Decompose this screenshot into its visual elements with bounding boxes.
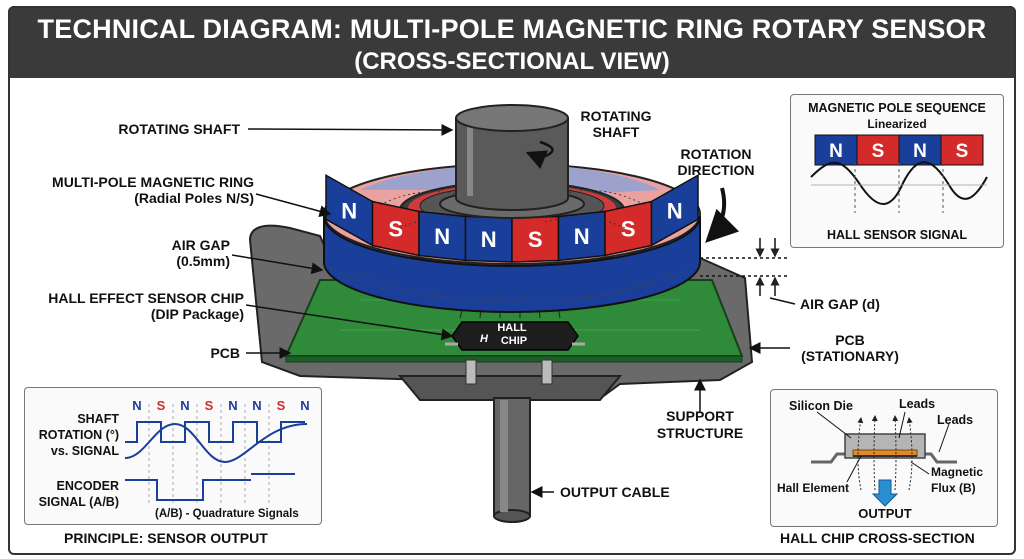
chip-section-panel: Silicon Die Leads Leads Hall Element Mag… (770, 389, 998, 527)
label-flux-line2: Flux (B) (931, 481, 976, 495)
label-ring-line2: (Radial Poles N/S) (134, 190, 254, 206)
output-encoder-line1: ENCODER (56, 479, 119, 493)
pole-sequence-caption: HALL SENSOR SIGNAL (826, 228, 968, 242)
label-hall-line2: (DIP Package) (150, 306, 244, 322)
ring-pole-letter: S (621, 216, 636, 241)
label-output-cable: OUTPUT CABLE (560, 484, 670, 500)
label-airgap-line1: AIR GAP (171, 237, 230, 253)
sequence-pole-block (814, 134, 858, 166)
quadrature-label: (A/B) - Quadrature Signals (155, 508, 299, 520)
pole-sequence-panel: MAGNETIC POLE SEQUENCE Linearized N S N S H… (790, 94, 1004, 248)
label-shaft-line1: ROTATING (580, 108, 652, 124)
label-rotation-line2: DIRECTION (677, 162, 755, 178)
label-leads-top: Leads (899, 397, 936, 411)
label-rotation-line1: ROTATION (680, 146, 752, 162)
ring-pole-letter: N (434, 224, 450, 249)
sensor-output-panel: SHAFT ROTATION (°) vs. SIGNAL ENCODER SI… (24, 387, 322, 525)
output-cable (493, 397, 531, 523)
square-wave-signal (125, 421, 305, 443)
output-pole-letter: N (132, 398, 141, 413)
rotation-direction-arrow (705, 187, 740, 243)
pole-sequence-title: MAGNETIC POLE SEQUENCE (808, 101, 986, 115)
label-pcb-left: PCB (210, 345, 240, 361)
output-pole-letter: N (228, 398, 237, 413)
hall-chip: HALL CHIP H (445, 321, 585, 351)
output-arrow-icon (871, 479, 899, 507)
air-gap-dimension (700, 238, 796, 305)
output-pole-letter: N (300, 398, 309, 413)
chip-label-1: HALL (497, 322, 527, 334)
chip-section-caption: HALL CHIP CROSS-SECTION (780, 530, 975, 546)
sequence-pole-block (898, 134, 942, 166)
chip-section-graphic (811, 411, 957, 507)
label-support-line2: STRUCTURE (656, 425, 744, 441)
label-hall-element: Hall Element (777, 481, 850, 495)
pcb-standoffs (465, 359, 553, 385)
encoder-signal-a (125, 479, 251, 501)
sine-wave-signal (124, 422, 308, 464)
sequence-pole-letter: N (913, 141, 927, 162)
hall-signal-wave (810, 161, 988, 205)
label-leads-right: Leads (937, 413, 974, 427)
output-encoder-line2: SIGNAL (A/B) (38, 495, 119, 509)
output-pole-letter: N (252, 398, 261, 413)
ring-pole-letter: S (388, 216, 403, 241)
label-pcb-right-line2: (STATIONARY) (801, 348, 899, 364)
output-shaft-line3: vs. SIGNAL (50, 444, 119, 458)
label-rotating-shaft: ROTATING SHAFT (118, 121, 240, 137)
air-gap-field-lines (329, 267, 691, 302)
ring-pole-segment (650, 173, 699, 247)
sequence-pole-letter: S (872, 141, 885, 162)
ring-pole-letter: N (574, 224, 590, 249)
ring-pole-letter: N (481, 227, 497, 252)
label-airgap-d: AIR GAP (d) (800, 296, 880, 312)
chip-h-mark: H (480, 333, 489, 345)
label-silicon-die: Silicon Die (789, 399, 853, 413)
label-hall-line1: HALL EFFECT SENSOR CHIP (48, 290, 244, 306)
output-pole-letter: S (277, 398, 286, 413)
chip-label-2: CHIP (501, 335, 527, 347)
pole-sequence-subtitle: Linearized (867, 117, 927, 131)
sensor-output-caption: PRINCIPLE: SENSOR OUTPUT (64, 530, 268, 546)
ring-pole-blocks: N S N N S N S N (325, 173, 699, 263)
rotating-shaft (439, 104, 585, 219)
label-shaft-line2: SHAFT (592, 124, 640, 140)
diagram-title: TECHNICAL DIAGRAM: MULTI-POLE MAGNETIC R… (37, 14, 987, 44)
label-flux-line1: Magnetic (931, 465, 984, 479)
label-airgap-line2: (0.5mm) (176, 253, 230, 269)
ring-pole-letter: N (341, 198, 357, 223)
output-pole-letter: S (157, 398, 166, 413)
output-pole-letter: N (180, 398, 189, 413)
sequence-pole-block (856, 134, 900, 166)
sequence-pole-block (940, 134, 984, 166)
output-shaft-line1: SHAFT (77, 412, 119, 426)
label-output: OUTPUT (858, 506, 912, 521)
output-pole-letter: S (205, 398, 214, 413)
ring-pole-letter: S (528, 227, 543, 252)
sequence-pole-letter: S (956, 141, 969, 162)
ring-pole-letter: N (667, 198, 683, 223)
output-shaft-line2: ROTATION (°) (38, 428, 119, 442)
label-ring-line1: MULTI-POLE MAGNETIC RING (52, 174, 254, 190)
title-bar: TECHNICAL DIAGRAM: MULTI-POLE MAGNETIC R… (8, 6, 1016, 78)
label-support-line1: SUPPORT (666, 408, 734, 424)
sequence-pole-letter: N (829, 141, 843, 162)
diagram-subtitle: (CROSS-SECTIONAL VIEW) (354, 48, 670, 75)
label-pcb-right-line1: PCB (835, 332, 865, 348)
callout-leaders (231, 123, 790, 498)
